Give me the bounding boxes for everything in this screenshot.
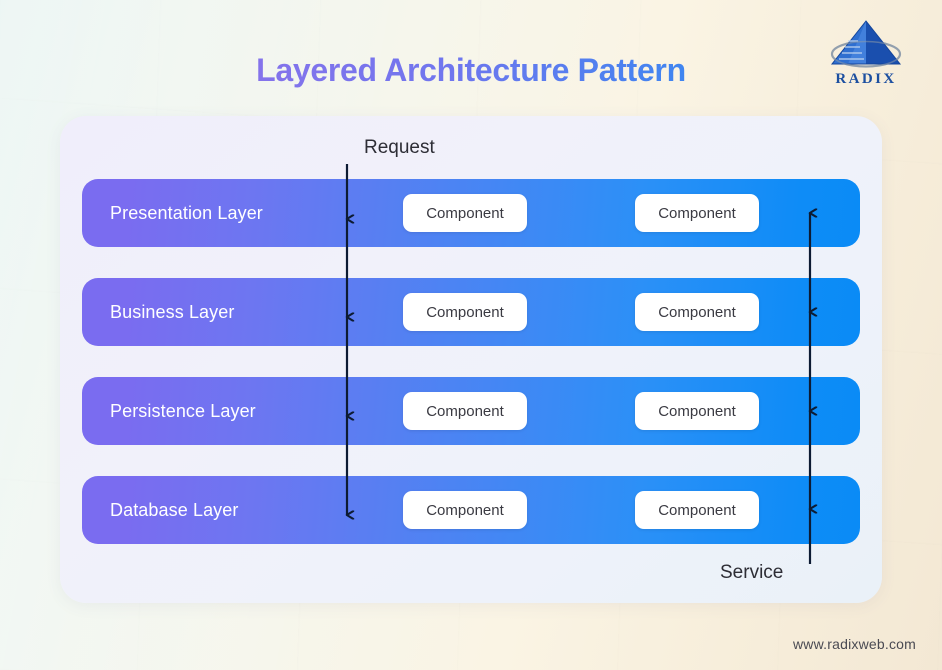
- layer-label: Database Layer: [110, 499, 239, 520]
- component-box[interactable]: Component: [403, 293, 527, 331]
- request-flow-label: Request: [364, 137, 435, 158]
- radix-logo: RADIX: [818, 16, 914, 94]
- component-box[interactable]: Component: [635, 392, 759, 430]
- layer-label: Persistence Layer: [110, 400, 256, 421]
- layer-row-business[interactable]: Business Layer Component Component: [82, 278, 860, 346]
- component-box[interactable]: Component: [635, 491, 759, 529]
- component-box[interactable]: Component: [635, 194, 759, 232]
- component-box[interactable]: Component: [635, 293, 759, 331]
- layer-row-database[interactable]: Database Layer Component Component: [82, 476, 860, 544]
- layer-stack: Presentation Layer Component Component B…: [82, 179, 860, 544]
- logo-brand-text: RADIX: [818, 71, 914, 88]
- component-box[interactable]: Component: [403, 392, 527, 430]
- service-flow-label: Service: [720, 562, 784, 583]
- page-title: Layered Architecture Pattern: [0, 52, 942, 89]
- layer-label: Business Layer: [110, 301, 235, 322]
- architecture-diagram-card: Presentation Layer Component Component B…: [60, 116, 882, 603]
- pyramid-icon: [830, 20, 902, 68]
- layer-label: Presentation Layer: [110, 202, 263, 223]
- layer-row-persistence[interactable]: Persistence Layer Component Component: [82, 377, 860, 445]
- component-box[interactable]: Component: [403, 491, 527, 529]
- component-box[interactable]: Component: [403, 194, 527, 232]
- site-url-watermark: www.radixweb.com: [792, 636, 916, 652]
- layer-row-presentation[interactable]: Presentation Layer Component Component: [82, 179, 860, 247]
